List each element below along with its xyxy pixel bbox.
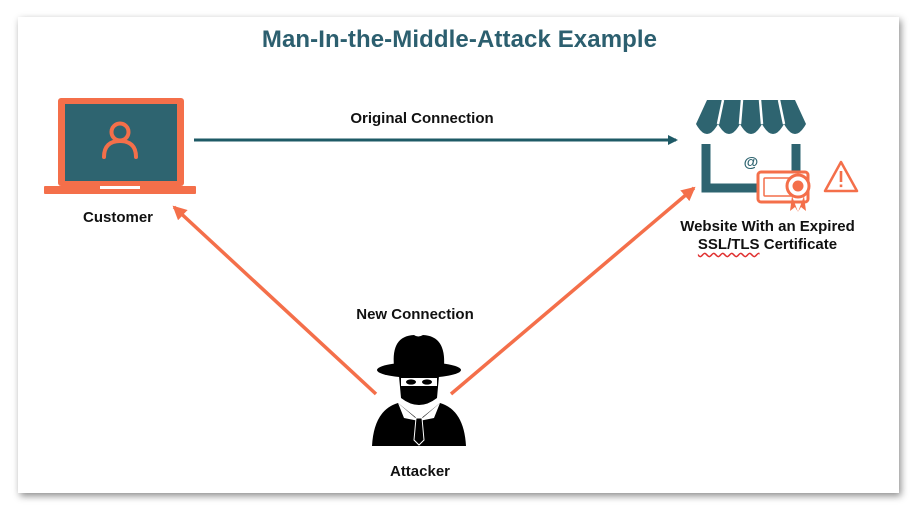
website-label: Website With an Expired SSL/TLS Certific… [655,218,880,254]
attacker-label: Attacker [389,463,451,480]
certificate-text: Certificate [759,236,838,253]
laptop-user-icon [44,98,196,194]
storefront-icon: @ [696,99,806,193]
original-connection-label: Original Connection [350,110,494,127]
svg-text:@: @ [744,154,759,171]
attacker-to-website-arrow [449,186,696,396]
attacker-to-customer-arrow [172,205,378,396]
website-label-line1: Website With an Expired [680,218,855,235]
new-connection-label: New Connection [356,306,474,323]
diagram-frame [18,17,899,493]
customer-label: Customer [82,209,153,226]
ssl-tls-text: SSL/TLS [697,236,760,253]
spy-hacker-icon [372,335,466,446]
diagram-title: Man-In-the-Middle-Attack Example [261,26,658,53]
certificate-icon [756,170,811,212]
website-label-line2: SSL/TLS Certificate [655,236,880,254]
warning-icon [823,160,859,193]
